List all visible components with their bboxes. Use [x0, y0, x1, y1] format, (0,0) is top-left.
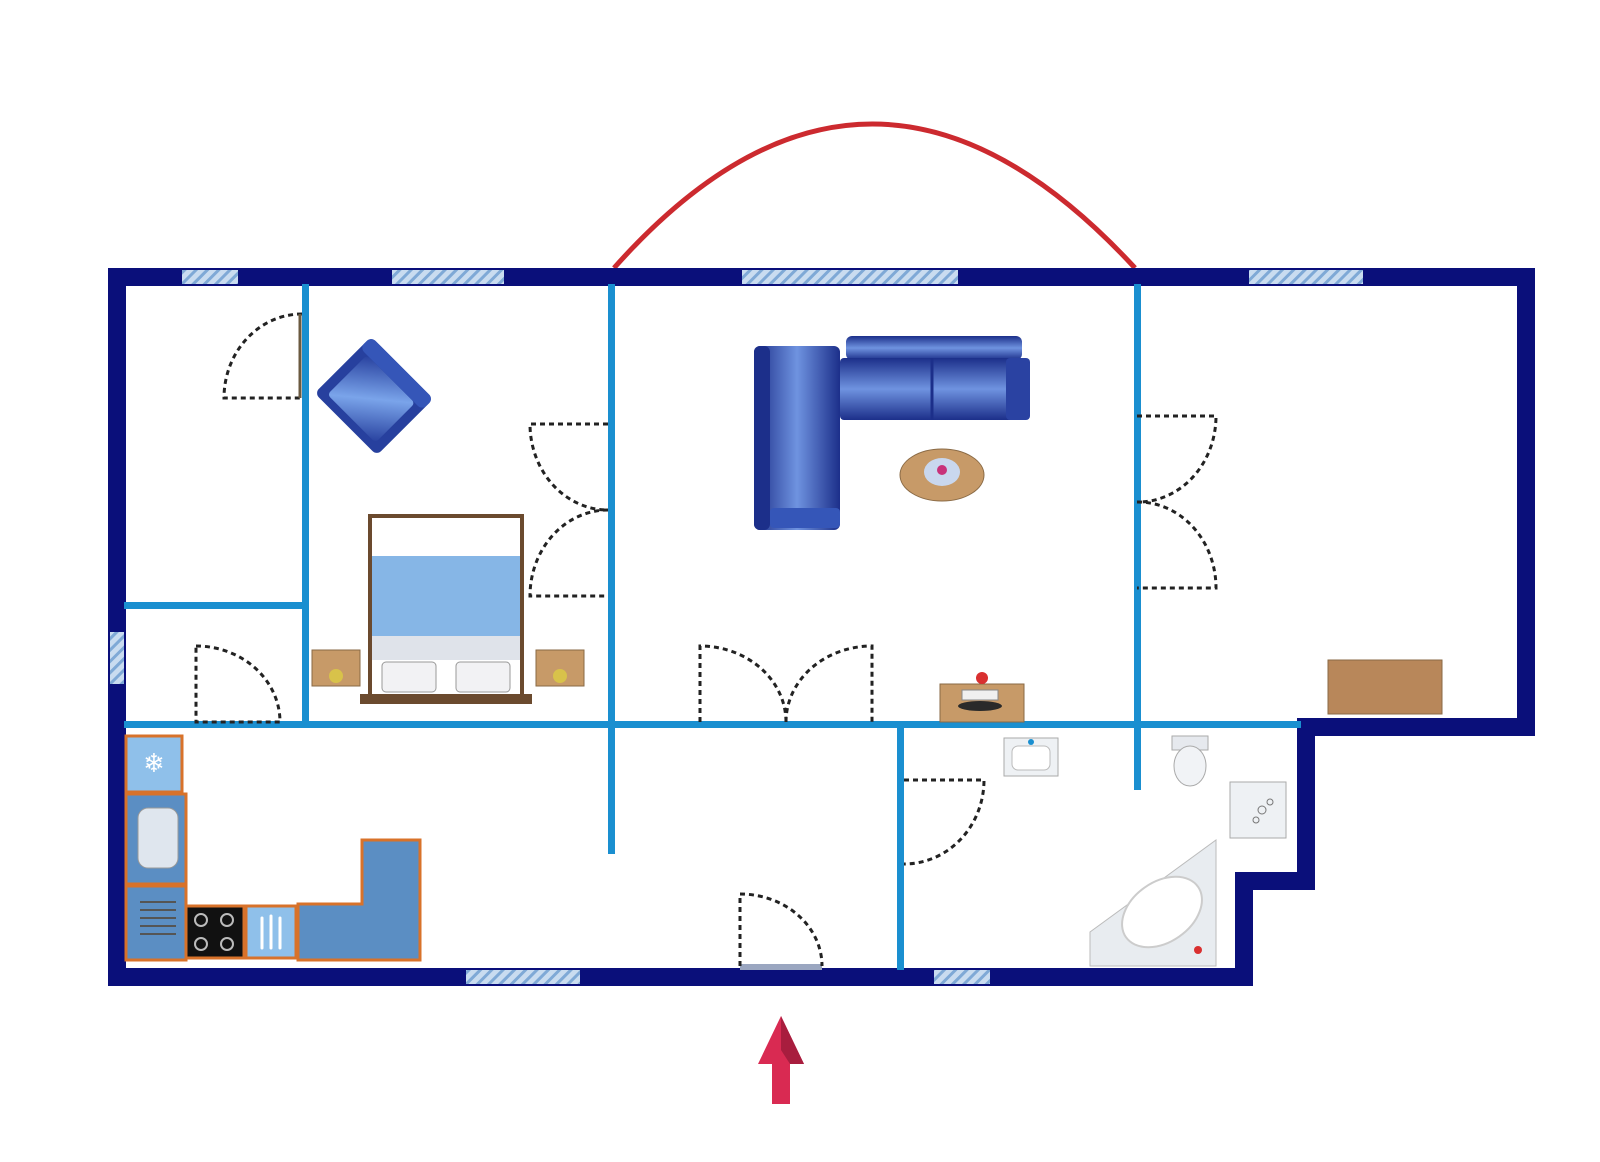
balcony-arc [612, 121, 1137, 270]
desk [939, 672, 1025, 723]
up-arrow-icon [758, 1016, 804, 1104]
cutlery-icon [260, 914, 282, 950]
door-swings [194, 312, 1218, 967]
coffee-table [899, 448, 985, 502]
inner-walls [124, 284, 1301, 970]
windows [110, 270, 1363, 984]
nightstand-left [311, 649, 361, 687]
kitchen-counter: ❄ [124, 734, 422, 962]
cooktop-icon [194, 913, 234, 951]
corner-bathtub [1089, 839, 1217, 967]
snowflake-icon: ❄ [143, 749, 165, 779]
double-bed [360, 514, 532, 704]
dish-rack-icon [140, 901, 176, 935]
corner-sofa [754, 336, 1030, 530]
bathroom-sink [1003, 737, 1059, 777]
armchair [317, 339, 431, 453]
wooden-chest [1327, 659, 1443, 715]
toilet [1171, 735, 1209, 787]
nightstand-right [535, 649, 585, 687]
washing-machine [1229, 781, 1287, 839]
